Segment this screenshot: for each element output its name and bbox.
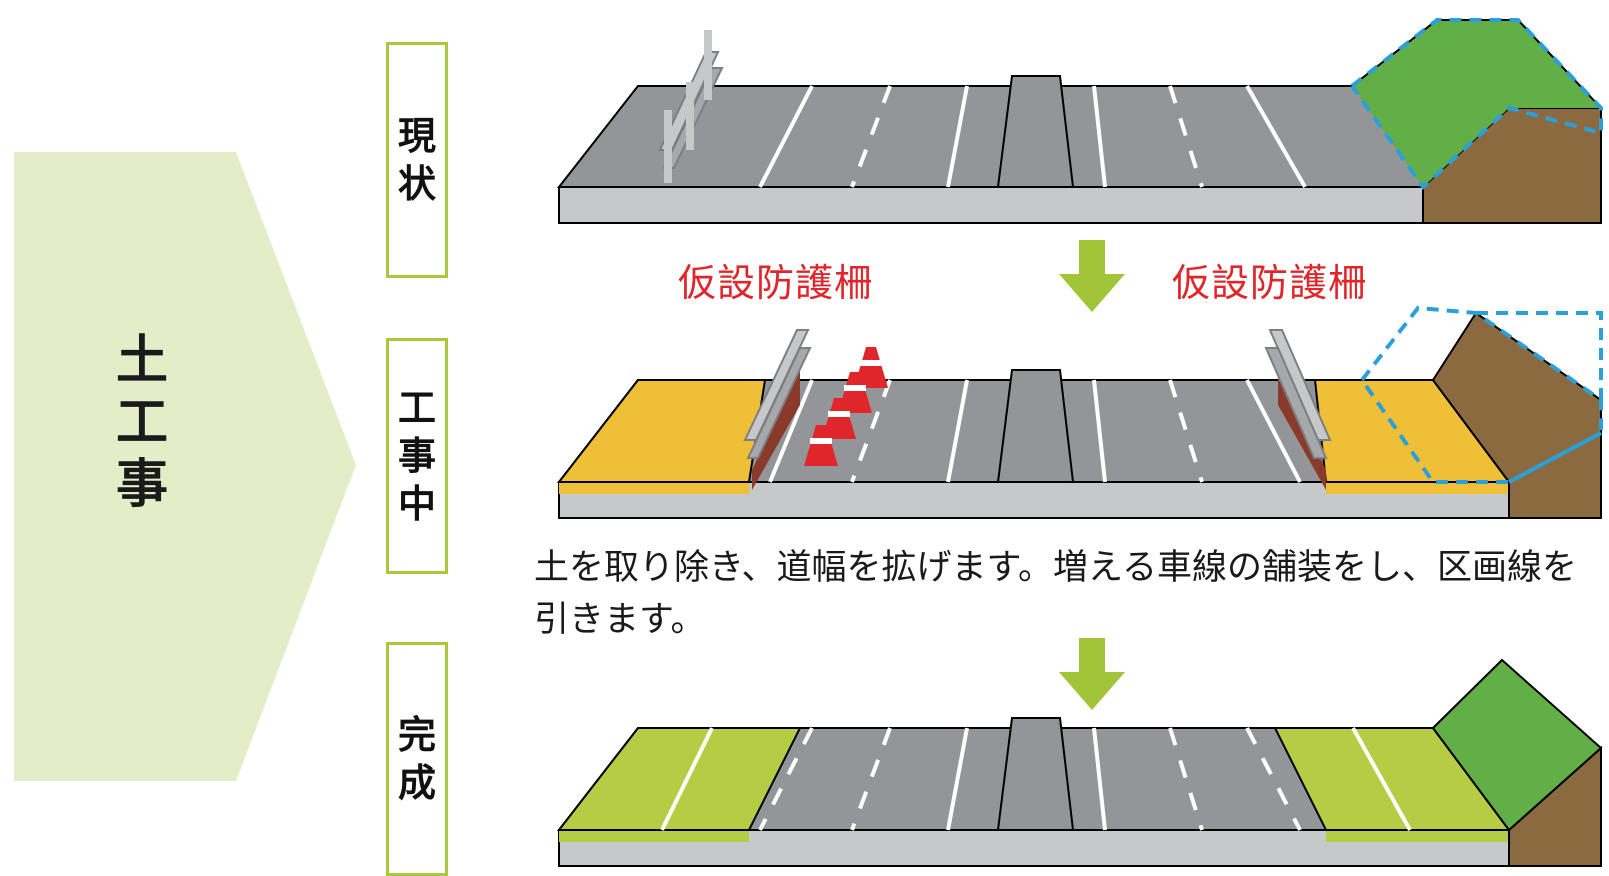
cut-outline-construction (1360, 305, 1603, 484)
road-current (556, 18, 1603, 224)
section-title: 土工事 (115, 331, 168, 515)
caption-text: 土を取り除き、道幅を拡げます。増える車線の舗装をし、区画線を引きます。 (534, 548, 1578, 640)
road-complete (556, 658, 1603, 867)
barrier-label-right: 仮設防護柵 (1172, 261, 1368, 305)
grass-current (1352, 20, 1601, 187)
guardrail-current (658, 30, 724, 183)
stage-box-complete: 完成 (386, 642, 448, 876)
road-side-current (558, 186, 1424, 224)
barrier-label-left: 仮設防護柵 (678, 261, 874, 305)
traffic-cones (804, 347, 888, 466)
arrow-down-2 (1059, 638, 1125, 710)
stage-box-construction: 工事中 (386, 338, 448, 574)
road-construction (556, 305, 1603, 519)
new-shoulder-left (556, 727, 802, 831)
work-zone-left (556, 379, 767, 483)
temp-barrier-left (743, 329, 812, 490)
median-current (996, 75, 1075, 188)
temp-barrier-right (1264, 329, 1332, 490)
section-chevron (14, 152, 356, 781)
grass-complete (1431, 658, 1603, 832)
stage-label-construction: 工事中 (397, 386, 436, 526)
arrow-down-1 (1059, 240, 1125, 312)
stage-label-complete: 完成 (397, 713, 436, 805)
stage-box-current: 現状 (386, 42, 448, 278)
stage-label-current: 現状 (397, 114, 436, 206)
cut-outline-current (1350, 18, 1603, 191)
